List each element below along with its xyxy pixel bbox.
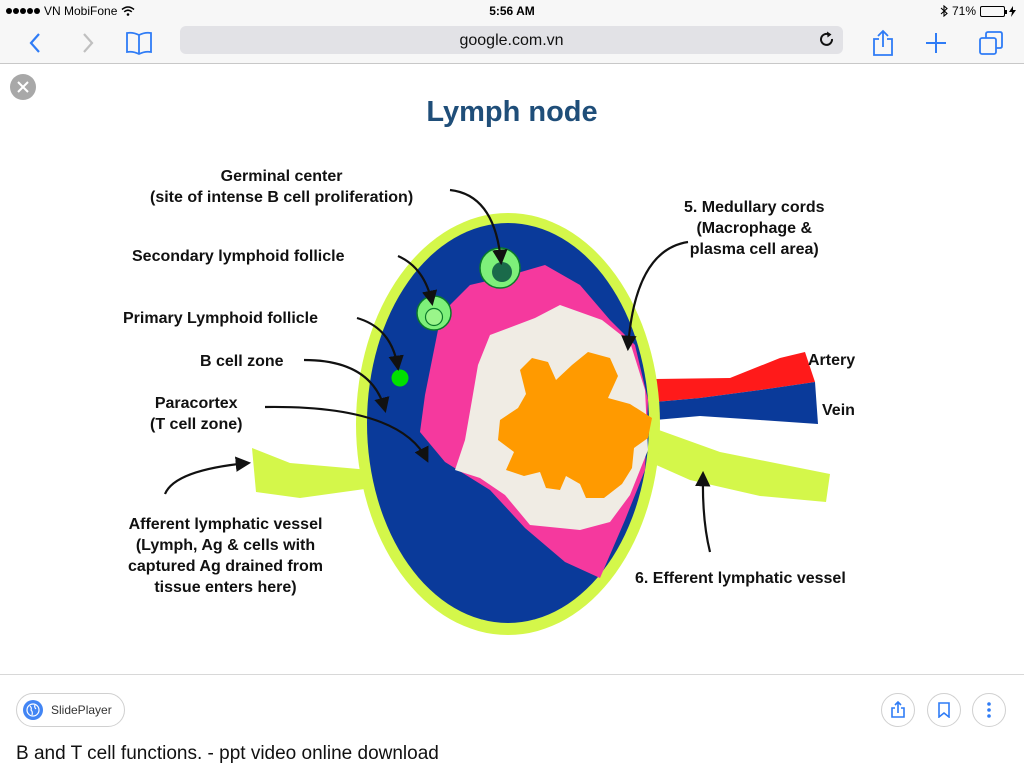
medullary-sinus (498, 352, 652, 498)
arrow-efferent (695, 470, 712, 553)
charging-icon (1009, 5, 1016, 17)
status-time: 5:56 AM (489, 4, 535, 18)
more-vertical-icon (987, 702, 991, 718)
plus-icon (926, 33, 946, 53)
secondary-follicle-center (424, 307, 444, 327)
share-button[interactable] (868, 28, 898, 58)
label-paracortex: Paracortex (T cell zone) (150, 395, 243, 433)
address-bar[interactable]: google.com.vn (180, 26, 843, 54)
afferent-lymphatic-vessel (252, 448, 372, 498)
label-germinal-center: Germinal center (site of intense B cell … (150, 168, 414, 206)
forward-button[interactable] (73, 28, 103, 58)
status-bar: VN MobiFone 5:56 AM 71% (0, 0, 1024, 22)
label-efferent-vessel: 6. Efferent lymphatic vessel (635, 570, 846, 587)
arrow-medullary (621, 240, 689, 352)
back-button[interactable] (20, 28, 50, 58)
label-artery: Artery (808, 352, 856, 369)
wifi-icon (121, 6, 135, 16)
bookmarks-button[interactable] (124, 28, 154, 58)
source-chip[interactable]: SlidePlayer (16, 693, 125, 727)
label-vein: Vein (822, 402, 855, 419)
bluetooth-icon (940, 5, 948, 17)
result-caption[interactable]: B and T cell functions. - ppt video onli… (16, 743, 439, 764)
browser-toolbar: google.com.vn (0, 22, 1024, 64)
tabs-icon (979, 31, 1003, 55)
new-tab-button[interactable] (921, 28, 951, 58)
signal-icon (6, 8, 40, 14)
share-icon (891, 701, 905, 718)
efferent-lymphatic-vessel (645, 425, 830, 502)
primary-follicle (391, 369, 409, 387)
slide-title: Lymph node (426, 96, 598, 128)
chevron-left-icon (29, 33, 40, 53)
battery-icon (980, 5, 1007, 17)
label-afferent-vessel: Afferent lymphatic vessel (Lymph, Ag & c… (128, 516, 323, 596)
reload-icon[interactable] (817, 30, 837, 50)
chevron-right-icon (83, 33, 94, 53)
close-icon (17, 81, 29, 93)
label-medullary-cords: 5. Medullary cords (Macrophage & plasma … (684, 199, 825, 258)
battery-percent: 71% (951, 4, 976, 18)
book-icon (126, 31, 152, 55)
arrow-germinal (449, 188, 508, 266)
share-icon (873, 29, 893, 56)
arrow-paracortex (264, 405, 429, 463)
label-secondary-follicle: Secondary lymphoid follicle (132, 248, 345, 265)
lymph-node-diagram[interactable] (0, 66, 1024, 674)
globe-icon (23, 700, 43, 720)
artery-vessel (655, 352, 815, 402)
vein-vessel (655, 382, 818, 424)
result-panel: SlidePlayer B and T cell functions. - pp… (0, 674, 1024, 768)
arrow-primary (356, 316, 404, 372)
more-options-button[interactable] (972, 693, 1006, 727)
arrow-bzone (303, 358, 390, 413)
tabs-button[interactable] (976, 28, 1006, 58)
save-result-button[interactable] (927, 693, 961, 727)
url-text: google.com.vn (459, 32, 564, 49)
bookmark-icon (938, 702, 950, 718)
close-button[interactable] (10, 74, 36, 100)
share-result-button[interactable] (881, 693, 915, 727)
status-left: VN MobiFone (6, 4, 135, 18)
status-right: 71% (940, 4, 1016, 18)
carrier-name: VN MobiFone (44, 4, 118, 18)
label-b-cell-zone: B cell zone (200, 353, 284, 370)
arrow-secondary (397, 254, 438, 307)
label-primary-follicle: Primary Lymphoid follicle (123, 310, 319, 327)
source-name: SlidePlayer (51, 703, 112, 717)
arrow-afferent (163, 456, 252, 495)
germinal-center (492, 262, 512, 282)
